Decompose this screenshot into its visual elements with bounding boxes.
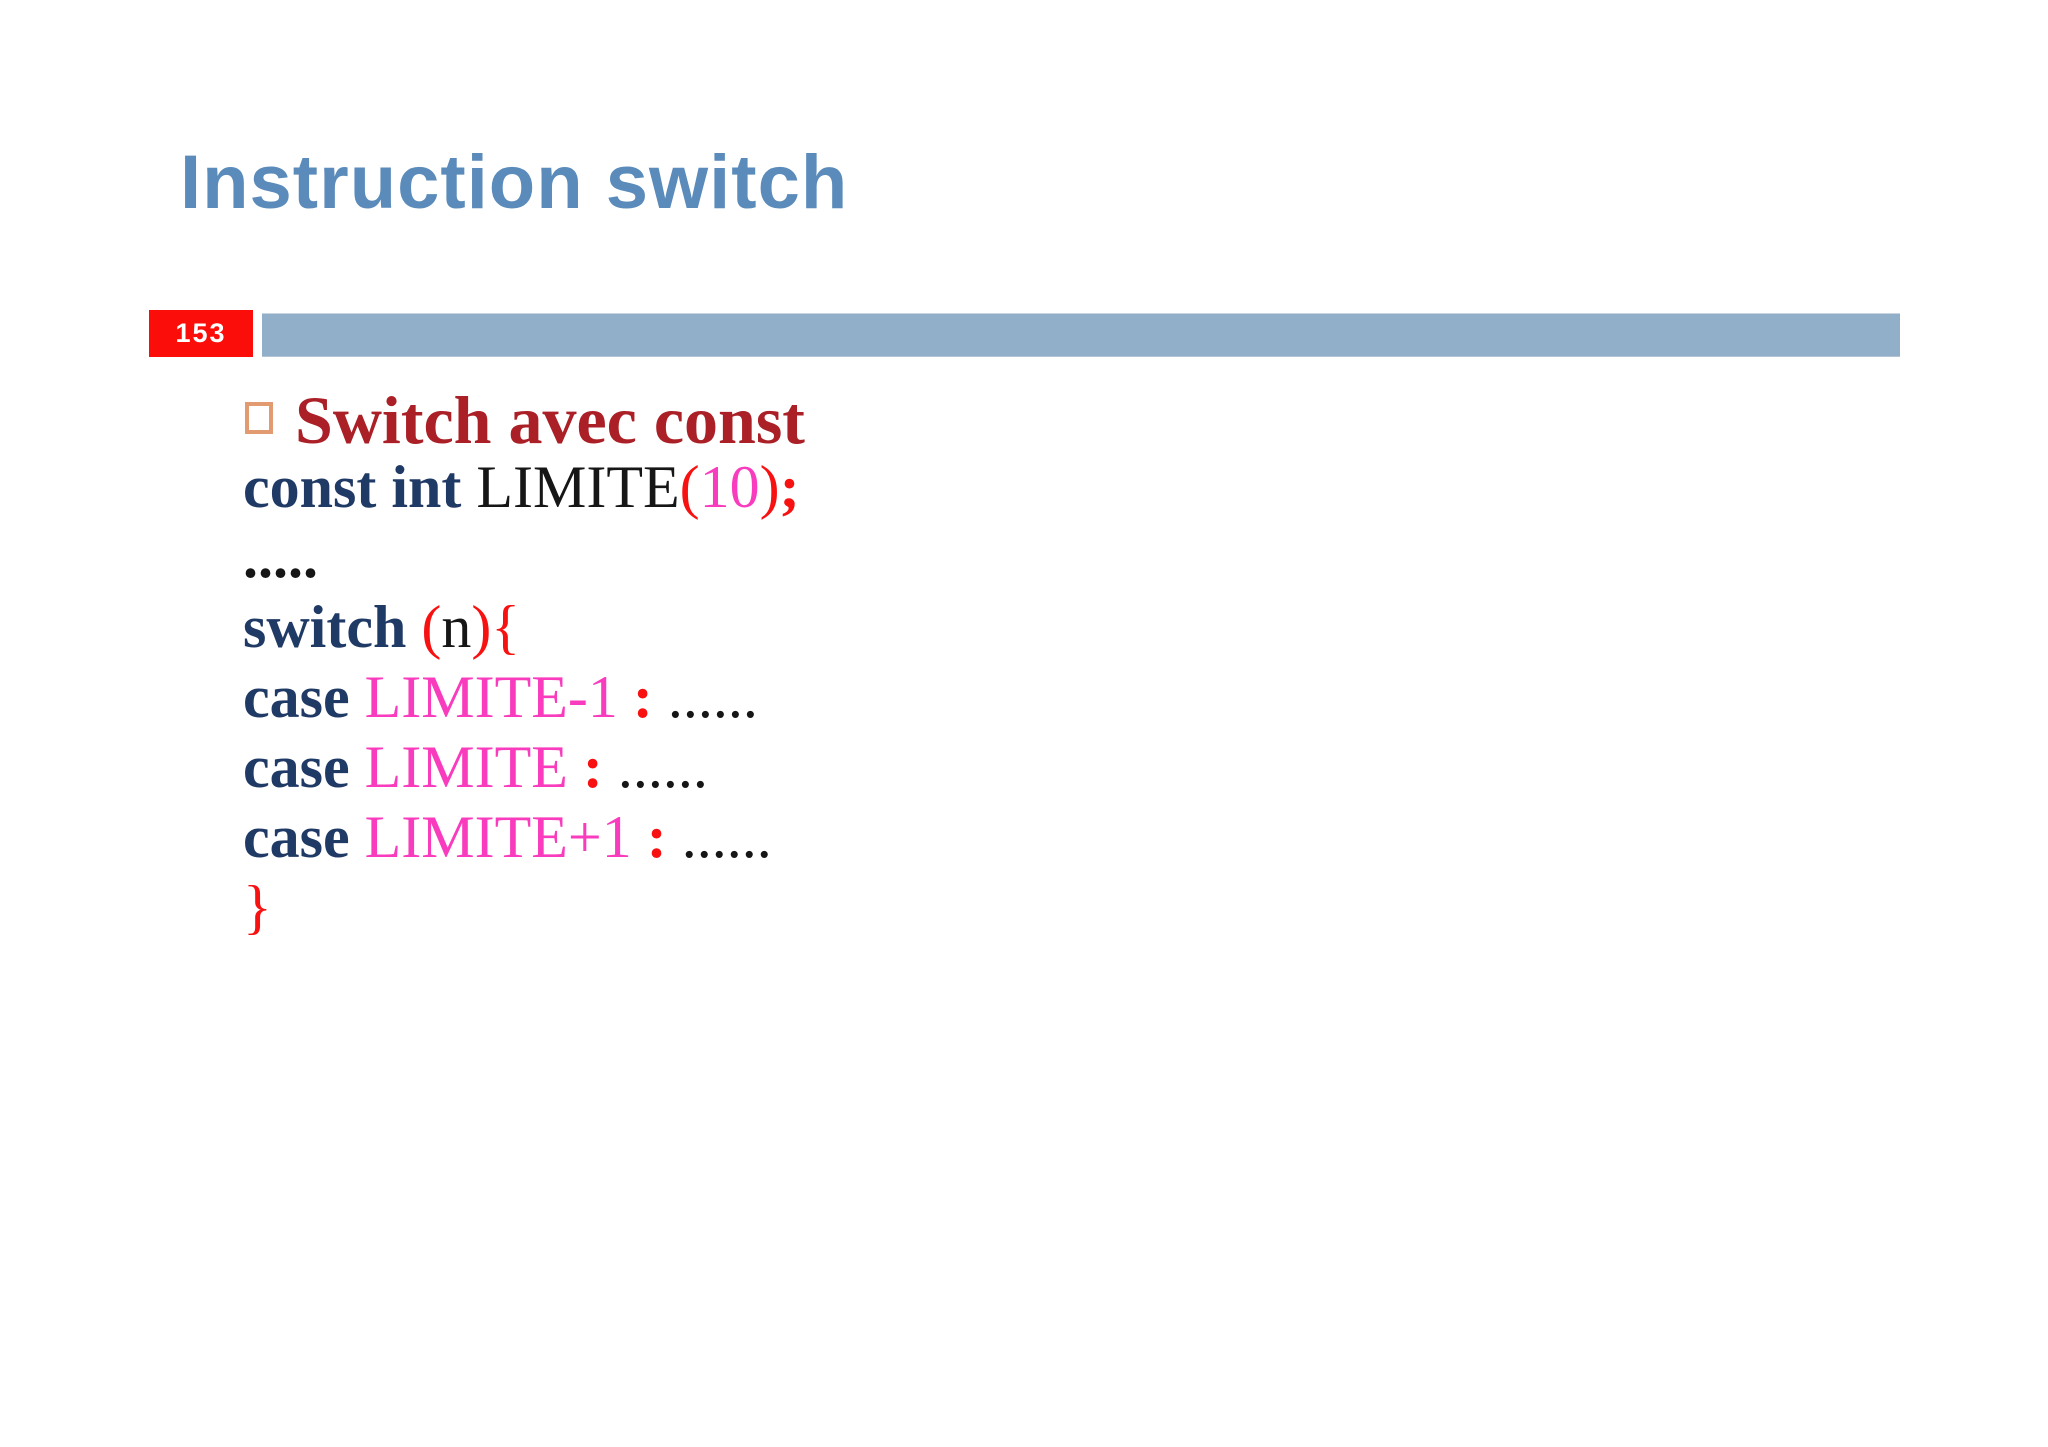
- code-line: case LIMITE : ......: [243, 732, 800, 802]
- code-segment: LIMITE: [364, 734, 583, 800]
- code-segment: (: [421, 594, 442, 660]
- code-block: const int LIMITE(10);.....switch (n){cas…: [243, 452, 800, 942]
- section-heading: Switch avec const: [295, 382, 805, 458]
- code-segment: ......: [667, 664, 758, 730]
- code-segment: const int: [243, 454, 477, 520]
- code-segment: }: [243, 874, 272, 940]
- code-segment: :: [582, 734, 618, 800]
- code-segment: case: [243, 734, 365, 800]
- code-segment: ......: [617, 734, 708, 800]
- code-segment: LIMITE+1: [364, 804, 647, 870]
- code-segment: ;: [779, 454, 800, 520]
- slide-title: Instruction switch: [180, 140, 849, 225]
- code-segment: LIMITE-1: [364, 664, 633, 730]
- code-line: }: [243, 872, 800, 942]
- code-segment: :: [632, 664, 668, 730]
- code-segment: ): [759, 454, 780, 520]
- code-segment: LIMITE: [476, 454, 680, 520]
- square-bullet-icon: [245, 402, 273, 434]
- code-segment: ){: [471, 594, 521, 660]
- code-line: .....: [243, 522, 800, 592]
- code-segment: case: [243, 664, 365, 730]
- code-segment: 10: [699, 454, 760, 520]
- page-number: 153: [175, 318, 227, 348]
- code-segment: (: [679, 454, 700, 520]
- code-line: case LIMITE-1 : ......: [243, 662, 800, 732]
- code-segment: switch: [243, 594, 422, 660]
- bullet-heading: Switch avec const: [245, 384, 805, 456]
- code-segment: :: [646, 804, 682, 870]
- code-line: case LIMITE+1 : ......: [243, 802, 800, 872]
- header-bar: [262, 313, 1900, 357]
- code-segment: ......: [681, 804, 772, 870]
- code-line: switch (n){: [243, 592, 800, 662]
- code-segment: n: [441, 594, 472, 660]
- code-segment: case: [243, 804, 365, 870]
- page-number-badge: 153: [149, 310, 253, 357]
- code-line: const int LIMITE(10);: [243, 452, 800, 522]
- code-segment: .....: [243, 524, 318, 590]
